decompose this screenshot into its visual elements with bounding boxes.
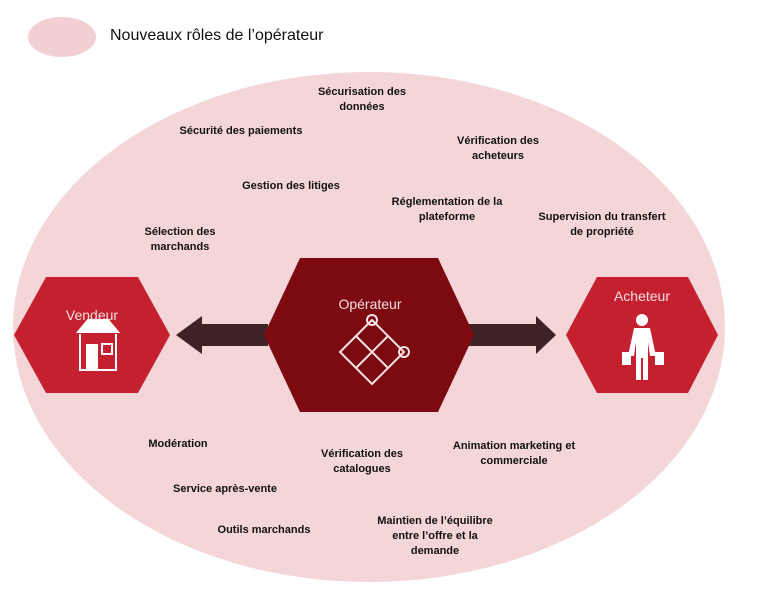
operateur-title: Opérateur: [338, 296, 402, 312]
arrow-to-acheteur: [468, 316, 556, 354]
role-label: Réglementation de la plateforme: [391, 196, 503, 223]
role-label: Gestion des litiges: [242, 180, 340, 192]
legend-swatch: [28, 17, 96, 57]
role-label: Vérification des acheteurs: [457, 135, 539, 162]
role-label: Sécurité des paiements: [179, 125, 303, 137]
role-label: Animation marketing et commerciale: [452, 440, 576, 467]
store-icon: [75, 319, 121, 371]
role-label: Sécurisation des données: [317, 86, 407, 113]
legend-label: Nouveaux rôles de l’opérateur: [110, 27, 324, 44]
role-label: Sélection des marchands: [144, 226, 216, 253]
vendeur-title: Vendeur: [65, 307, 119, 323]
operateur-hexagon: [264, 258, 474, 412]
role-label: Service après-vente: [173, 483, 277, 495]
role-label: Vérification des catalogues: [321, 448, 403, 475]
role-label: Outils marchands: [217, 524, 311, 536]
shopper-icon: [622, 314, 664, 380]
arrow-to-vendeur: [176, 316, 268, 354]
role-label: Maintien de l’équilibre entre l’offre et…: [377, 515, 493, 557]
puzzle-icon: [339, 314, 410, 385]
vendeur-hexagon: [14, 277, 170, 393]
role-label: Modération: [148, 438, 208, 450]
role-label: Supervision du transfert de propriété: [538, 211, 666, 238]
acheteur-title: Acheteur: [613, 288, 671, 304]
